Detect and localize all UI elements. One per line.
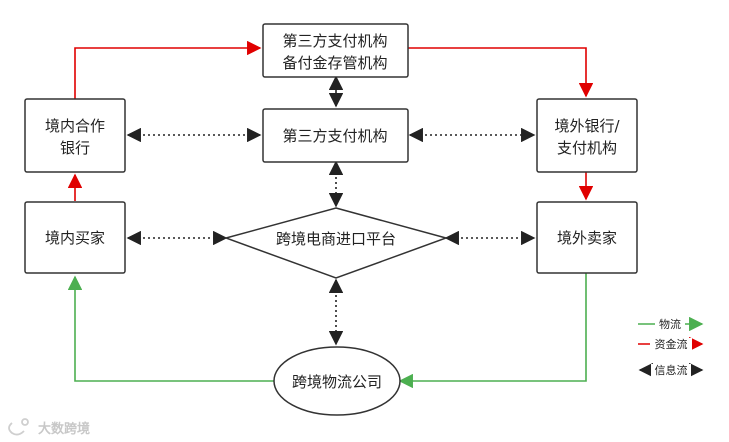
node-foreign-bank: 境外银行/ 支付机构 xyxy=(536,98,638,173)
logistics-arrow-seller-to-logistics xyxy=(398,273,587,389)
legend-item-info: 信息流 xyxy=(638,362,704,378)
node-domestic-buyer: 境内买家 xyxy=(24,201,126,274)
money-flow-arrow-escrow-to-foreign-bank xyxy=(408,47,594,98)
node-domestic-buyer-label: 境内买家 xyxy=(45,229,105,247)
money-flow-arrow-bank-to-escrow xyxy=(74,40,262,99)
node-escrow-line2: 备付金存管机构 xyxy=(282,54,387,72)
node-foreign-seller-label: 境外卖家 xyxy=(557,229,617,247)
node-platform: 跨境电商进口平台 xyxy=(223,207,449,279)
node-foreign-bank-line2: 支付机构 xyxy=(557,139,617,157)
node-domestic-bank-line2: 银行 xyxy=(60,139,90,157)
node-logistics-company: 跨境物流公司 xyxy=(273,346,401,416)
legend-info-label: 信息流 xyxy=(655,363,688,377)
legend-item-money: 资金流 xyxy=(638,336,704,352)
watermark: 大数跨境 xyxy=(8,418,90,437)
node-logistics-label: 跨境物流公司 xyxy=(292,373,382,391)
node-domestic-bank-line1: 境内合作 xyxy=(45,117,105,135)
watermark-text: 大数跨境 xyxy=(38,421,90,437)
node-foreign-seller: 境外卖家 xyxy=(536,201,638,274)
node-foreign-bank-line1: 境外银行/ xyxy=(554,117,620,135)
logo-icon xyxy=(8,418,29,436)
node-escrow-institution: 第三方支付机构 备付金存管机构 xyxy=(262,23,409,78)
node-pay-label: 第三方支付机构 xyxy=(282,127,387,145)
legend: 物流 资金流 信息流 xyxy=(638,316,704,378)
node-platform-label: 跨境电商进口平台 xyxy=(276,230,396,248)
legend-money-label: 资金流 xyxy=(655,337,688,351)
node-domestic-bank: 境内合作 银行 xyxy=(24,98,126,173)
legend-item-logistics: 物流 xyxy=(638,316,704,332)
node-third-party-payment: 第三方支付机构 xyxy=(262,108,409,163)
node-escrow-line1: 第三方支付机构 xyxy=(282,32,387,50)
logistics-arrow-logistics-to-buyer xyxy=(67,275,274,382)
legend-logistics-label: 物流 xyxy=(659,317,681,331)
